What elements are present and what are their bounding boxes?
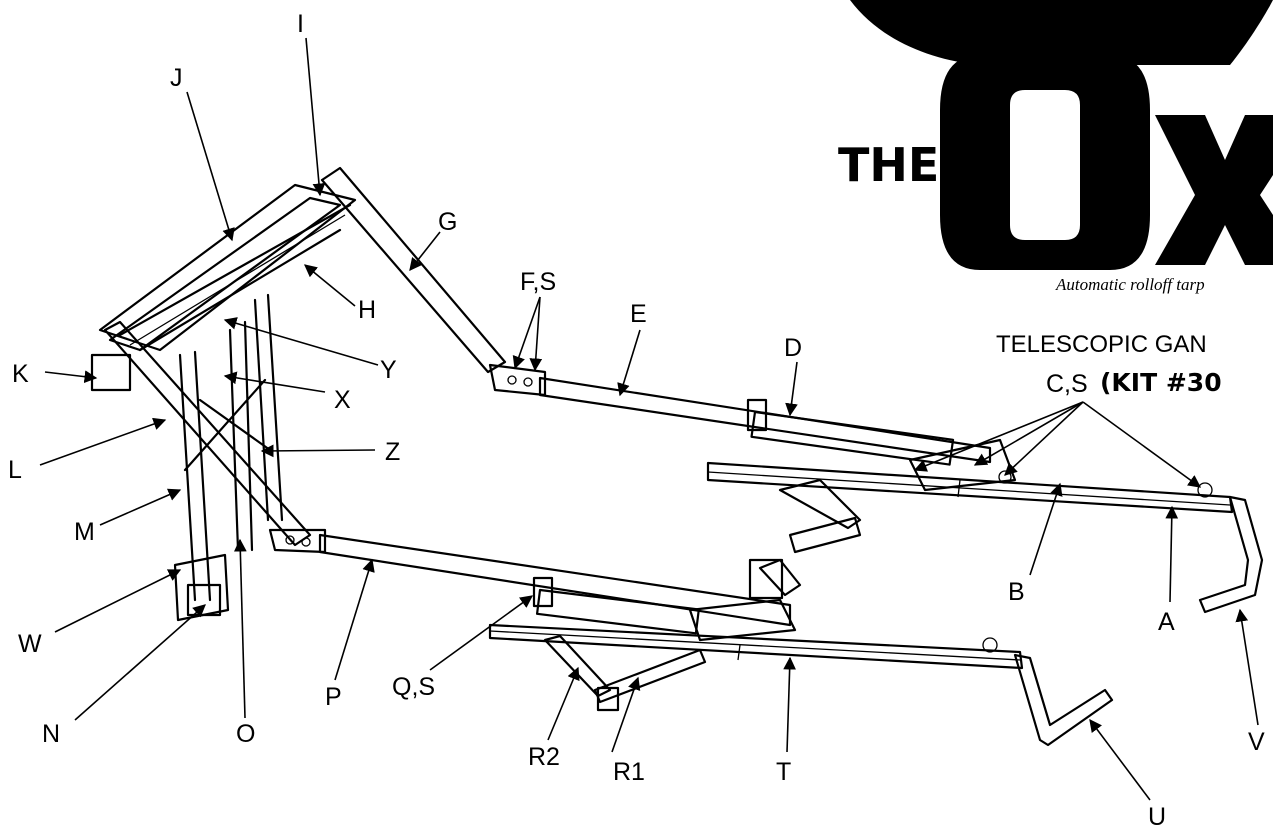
- logo-x-icon: [1155, 115, 1273, 265]
- callout-n: N: [42, 720, 60, 748]
- callout-y: Y: [380, 356, 397, 384]
- callout-d: D: [784, 334, 802, 362]
- title-line-1: TELESCOPIC GAN: [996, 331, 1207, 358]
- callout-b: B: [1008, 578, 1025, 606]
- callout-a: A: [1158, 608, 1175, 636]
- callout-e: E: [630, 300, 647, 328]
- logo-o-icon: [940, 55, 1150, 270]
- callout-k: K: [12, 360, 29, 388]
- callout-m: M: [74, 518, 95, 546]
- logo-tagline: Automatic rolloff tarp: [1055, 275, 1205, 294]
- callout-h: H: [358, 296, 376, 324]
- brand-logo: THE Automatic rolloff tarp: [838, 0, 1273, 294]
- callout-labels: I J G H F,S E D C,S K Y X L Z M B A W N …: [8, 10, 1265, 831]
- callout-fs: F,S: [520, 268, 556, 296]
- callout-cs: C,S: [1046, 370, 1088, 398]
- logo-prefix: THE: [838, 138, 939, 192]
- leader-lines: [39, 37, 1259, 801]
- callout-t: T: [776, 758, 791, 786]
- callout-r1: R1: [613, 758, 645, 786]
- title-line-2: (KIT #30: [1100, 368, 1222, 397]
- callout-v: V: [1248, 728, 1265, 756]
- callout-j: J: [170, 64, 183, 92]
- callout-p: P: [325, 683, 342, 711]
- callout-w: W: [18, 630, 42, 658]
- callout-l: L: [8, 456, 22, 484]
- callout-r2: R2: [528, 743, 560, 771]
- callout-z: Z: [385, 438, 400, 466]
- callout-g: G: [438, 208, 457, 236]
- callout-u: U: [1148, 803, 1166, 831]
- callout-qs: Q,S: [392, 673, 435, 701]
- callout-o: O: [236, 720, 255, 748]
- callout-x: X: [334, 386, 351, 414]
- horns-icon: [850, 0, 1273, 65]
- callout-i: I: [297, 10, 304, 38]
